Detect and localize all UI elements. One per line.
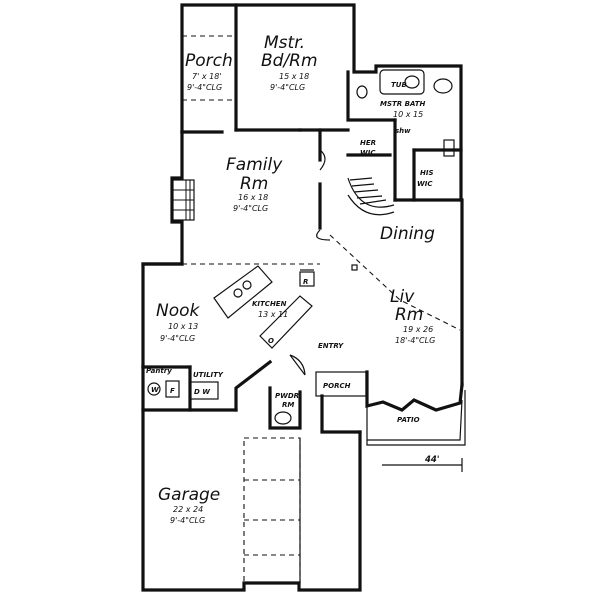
her-wic-name-2: WIC <box>360 149 376 157</box>
utility-label: UTILITY W F D W <box>151 371 224 396</box>
nook-label: Nook 10 x 13 9'-4"CLG <box>156 301 201 343</box>
kitchen-label: KITCHEN 13 x 11 R O <box>252 278 308 345</box>
living-room-name-2: Rm <box>395 305 423 325</box>
tub-label: TUB <box>391 81 407 89</box>
garage-size: 22 x 24 <box>173 505 203 514</box>
pantry-label: Pantry <box>146 367 172 375</box>
shower-label: shw <box>395 127 411 135</box>
powder-room-name-2: RM <box>282 401 294 409</box>
porch-top-clg: 9'-4"CLG <box>187 83 222 92</box>
garage-clg: 9'-4"CLG <box>170 516 205 525</box>
kitchen-fridge: R <box>303 278 308 286</box>
exterior-walls <box>141 3 464 592</box>
nook-name: Nook <box>156 301 201 321</box>
master-bedroom-label: Mstr. Bd/Rm 15 x 18 9'-4"CLG <box>261 33 318 92</box>
her-wic-name-1: HER <box>360 139 376 147</box>
fireplace <box>171 179 195 221</box>
utility-washer: W <box>151 386 159 394</box>
utility-dryer-washer: D W <box>194 388 210 396</box>
living-room-clg: 18'-4"CLG <box>395 336 435 345</box>
living-room-label: Liv Rm 19 x 26 18'-4"CLG <box>390 287 435 345</box>
porch-top-name: Porch <box>185 51 233 71</box>
kitchen-name: KITCHEN <box>252 300 287 308</box>
family-room-name-1: Family <box>226 155 283 175</box>
master-bedroom-clg: 9'-4"CLG <box>270 83 305 92</box>
master-bedroom-name-2: Bd/Rm <box>261 51 318 71</box>
family-room-clg: 9'-4"CLG <box>233 204 268 213</box>
master-bath-size: 10 x 15 <box>393 110 423 119</box>
interior-lines <box>147 35 466 585</box>
patio-label: PATIO <box>397 416 420 424</box>
her-wic-label: HER WIC <box>360 139 376 157</box>
his-wic-name-2: WIC <box>417 180 433 188</box>
family-room-name-2: Rm <box>240 174 268 194</box>
dining-label: Dining <box>380 224 435 244</box>
master-bedroom-size: 15 x 18 <box>279 72 309 81</box>
front-porch-label: PORCH <box>323 382 351 390</box>
powder-room-label: PWDR RM <box>275 392 299 409</box>
width-dimension: 44' <box>382 455 463 472</box>
garage-label: Garage 22 x 24 9'-4"CLG <box>158 485 220 525</box>
family-room-label: Family Rm 16 x 18 9'-4"CLG <box>226 155 283 213</box>
master-bath-name: MSTR BATH <box>380 100 425 108</box>
porch-top-size: 7' x 18' <box>192 72 222 81</box>
master-bedroom-name-1: Mstr. <box>264 33 305 53</box>
width-dimension-label: 44' <box>424 455 439 465</box>
nook-size: 10 x 13 <box>168 322 198 331</box>
utility-freezer: F <box>170 387 175 395</box>
living-room-name-1: Liv <box>390 287 415 307</box>
kitchen-size: 13 x 11 <box>258 310 288 319</box>
nook-clg: 9'-4"CLG <box>160 334 195 343</box>
utility-name: UTILITY <box>193 371 224 379</box>
living-room-size: 19 x 26 <box>403 325 433 334</box>
family-room-size: 16 x 18 <box>238 193 268 202</box>
master-bath-label: MSTR BATH 10 x 15 <box>380 100 425 119</box>
his-wic-name-1: HIS <box>420 169 434 177</box>
garage-name: Garage <box>158 485 220 505</box>
kitchen-oven: O <box>268 337 274 345</box>
porch-top-label: Porch 7' x 18' 9'-4"CLG <box>185 51 233 92</box>
entry-label: ENTRY <box>318 342 344 350</box>
his-wic-label: HIS WIC <box>417 169 434 188</box>
powder-room-name-1: PWDR <box>275 392 299 400</box>
